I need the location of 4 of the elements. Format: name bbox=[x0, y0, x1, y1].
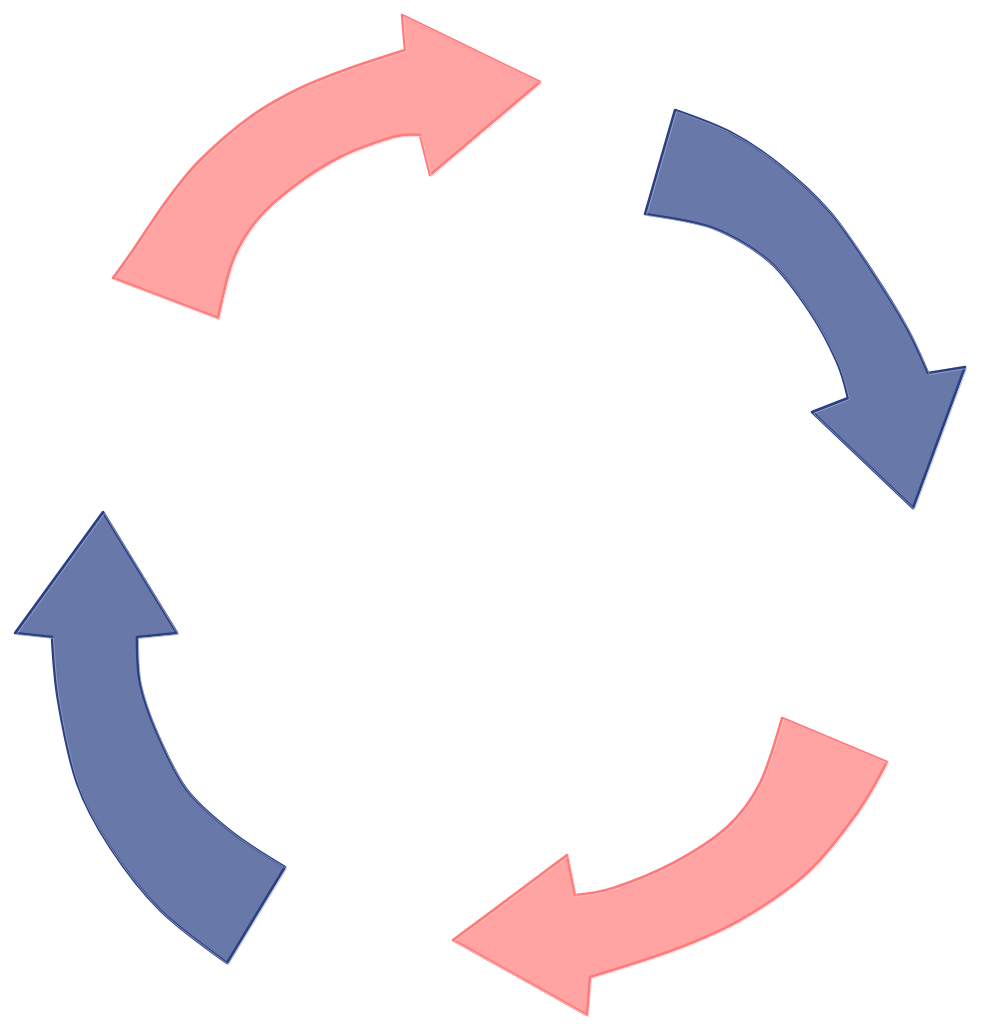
curved-arrow bbox=[643, 108, 967, 510]
curved-arrow bbox=[451, 716, 889, 1017]
curved-arrow bbox=[13, 510, 287, 965]
curved-arrow bbox=[111, 13, 542, 320]
